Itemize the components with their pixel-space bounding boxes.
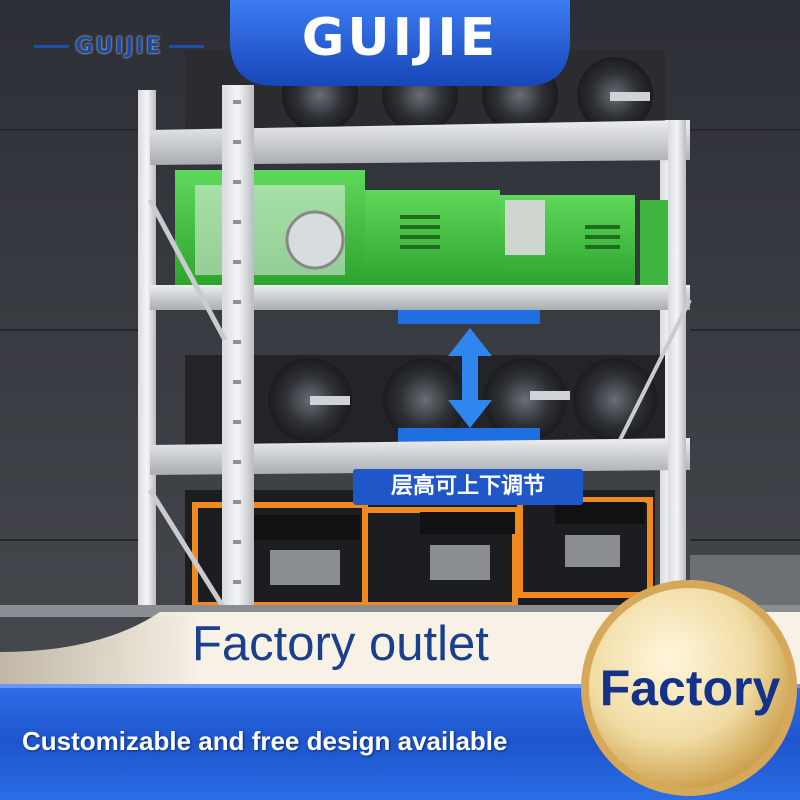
- factory-outlet-text: Factory outlet: [192, 617, 489, 671]
- factory-badge: [581, 580, 797, 796]
- logo-left-rule: [34, 44, 70, 48]
- logo-right-rule: [168, 44, 205, 48]
- title-banner: [230, 0, 570, 86]
- brand-title: GUIJIE: [301, 8, 499, 68]
- factory-badge-text: Factory: [599, 660, 781, 716]
- customizable-text: Customizable and free design available: [22, 726, 508, 756]
- brand-logo: GUIJIE: [34, 28, 205, 64]
- logo-text: GUIJIE: [75, 33, 163, 59]
- adjustable-height-label: 层高可上下调节: [353, 469, 583, 505]
